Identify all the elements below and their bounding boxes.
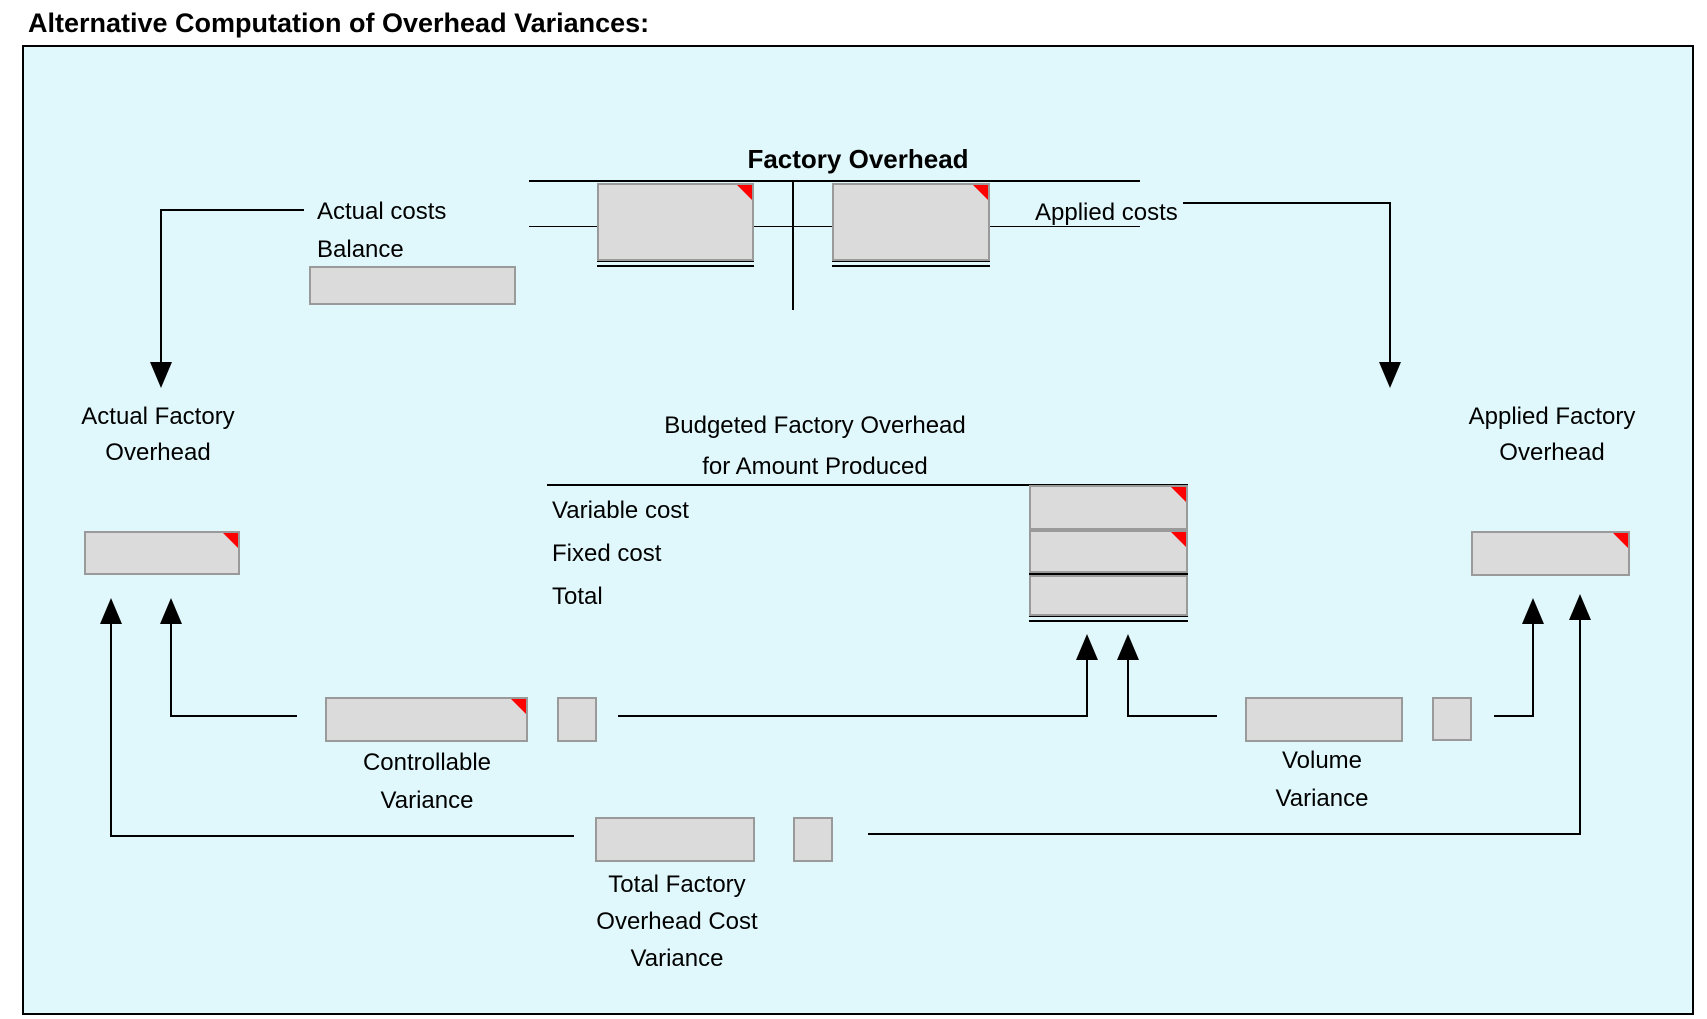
title-line: for Amount Produced bbox=[702, 453, 928, 480]
label-line: Overhead bbox=[105, 439, 211, 466]
arrowhead-up-icon bbox=[1569, 594, 1591, 620]
red-corner-flag-icon bbox=[511, 699, 526, 714]
actual-factory-overhead-label: Actual Factory Overhead bbox=[48, 399, 268, 471]
total-variance-flag-cell[interactable] bbox=[793, 817, 833, 862]
controllable-arrow-elbow-line bbox=[170, 715, 297, 717]
total-variance-cell[interactable] bbox=[595, 817, 755, 862]
total-variance-label: Total Factory Overhead Cost Variance bbox=[517, 866, 837, 977]
red-corner-flag-icon bbox=[1171, 487, 1186, 502]
label-line: Applied Factory bbox=[1468, 403, 1636, 430]
fixed-cost-label: Fixed cost bbox=[552, 540, 662, 567]
credit-total-double-rule bbox=[832, 261, 990, 267]
total-variance-right-line bbox=[868, 833, 1581, 835]
label-line: Volume bbox=[1281, 747, 1363, 774]
controllable-variance-label: Controllable Variance bbox=[317, 744, 537, 820]
debit-total-double-rule bbox=[597, 261, 754, 267]
variable-cost-cell[interactable] bbox=[1029, 485, 1188, 530]
t-account-divider bbox=[792, 180, 794, 310]
title-line: Budgeted Factory Overhead bbox=[664, 412, 966, 439]
actual-costs-label: Actual costs bbox=[317, 198, 447, 225]
arrowhead-up-icon bbox=[1522, 598, 1544, 624]
label-line: Variance bbox=[1275, 785, 1369, 812]
actual-factory-overhead-cell[interactable] bbox=[84, 531, 240, 575]
budget-table-top-rule bbox=[547, 484, 1188, 486]
actual-arrow-stem bbox=[160, 211, 162, 362]
budgeted-overhead-title: Budgeted Factory Overhead for Amount Pro… bbox=[605, 405, 1025, 487]
red-corner-flag-icon bbox=[1613, 533, 1628, 548]
controllable-variance-cell[interactable] bbox=[325, 697, 528, 742]
page-title: Alternative Computation of Overhead Vari… bbox=[28, 8, 650, 38]
balance-entry-cell[interactable] bbox=[309, 266, 516, 305]
budget-total-cell[interactable] bbox=[1029, 575, 1188, 616]
arrowhead-up-icon bbox=[1117, 634, 1139, 660]
arrowhead-down-icon bbox=[1379, 362, 1401, 388]
variable-cost-label: Variable cost bbox=[552, 497, 689, 524]
t-account-top-rule bbox=[529, 180, 1140, 182]
label-line: Total Factory bbox=[608, 871, 746, 898]
total-variance-left-line bbox=[110, 835, 574, 837]
label-line: Overhead bbox=[1499, 439, 1605, 466]
label-line: Actual Factory bbox=[81, 403, 235, 430]
total-variance-left-stem bbox=[110, 624, 112, 837]
red-corner-flag-icon bbox=[737, 185, 752, 200]
budget-arrow-right-stem bbox=[1127, 660, 1129, 717]
controllable-arrow-stem bbox=[170, 624, 172, 717]
applied-costs-label: Applied costs bbox=[1035, 199, 1178, 226]
label-line: Overhead Cost bbox=[596, 908, 758, 935]
budget-to-volume-line bbox=[1128, 715, 1217, 717]
applied-arrow-stem bbox=[1389, 204, 1391, 362]
total-label: Total bbox=[552, 583, 603, 610]
volume-variance-label: Volume Variance bbox=[1212, 742, 1432, 818]
volume-variance-flag-cell[interactable] bbox=[1432, 697, 1472, 741]
actual-arrow-elbow-line bbox=[160, 209, 304, 211]
fixed-cost-cell[interactable] bbox=[1029, 530, 1188, 573]
arrowhead-down-icon bbox=[150, 362, 172, 388]
label-line: Variance bbox=[630, 945, 724, 972]
volume-arrow-stem bbox=[1532, 624, 1534, 717]
t-account-credit-entry-cell[interactable] bbox=[832, 183, 990, 261]
applied-arrow-elbow-line bbox=[1183, 202, 1391, 204]
volume-variance-cell[interactable] bbox=[1245, 697, 1403, 742]
total-variance-right-stem bbox=[1579, 620, 1581, 835]
total-separator-rule bbox=[1029, 573, 1188, 575]
arrowhead-up-icon bbox=[1076, 634, 1098, 660]
label-line: Controllable bbox=[362, 749, 492, 776]
t-account-title: Factory Overhead bbox=[747, 144, 969, 174]
applied-factory-overhead-cell[interactable] bbox=[1471, 531, 1630, 576]
volume-arrow-elbow-line bbox=[1494, 715, 1534, 717]
budget-arrow-left-stem bbox=[1086, 660, 1088, 717]
red-corner-flag-icon bbox=[223, 533, 238, 548]
controllable-variance-flag-cell[interactable] bbox=[557, 697, 597, 742]
t-account-debit-entry-cell[interactable] bbox=[597, 183, 754, 261]
arrowhead-up-icon bbox=[160, 598, 182, 624]
budget-total-double-rule bbox=[1029, 616, 1188, 622]
arrowhead-up-icon bbox=[100, 598, 122, 624]
applied-factory-overhead-label: Applied Factory Overhead bbox=[1442, 399, 1662, 471]
red-corner-flag-icon bbox=[973, 185, 988, 200]
controllable-to-budget-line bbox=[618, 715, 1088, 717]
red-corner-flag-icon bbox=[1171, 532, 1186, 547]
balance-label: Balance bbox=[317, 236, 404, 263]
label-line: Variance bbox=[380, 787, 474, 814]
